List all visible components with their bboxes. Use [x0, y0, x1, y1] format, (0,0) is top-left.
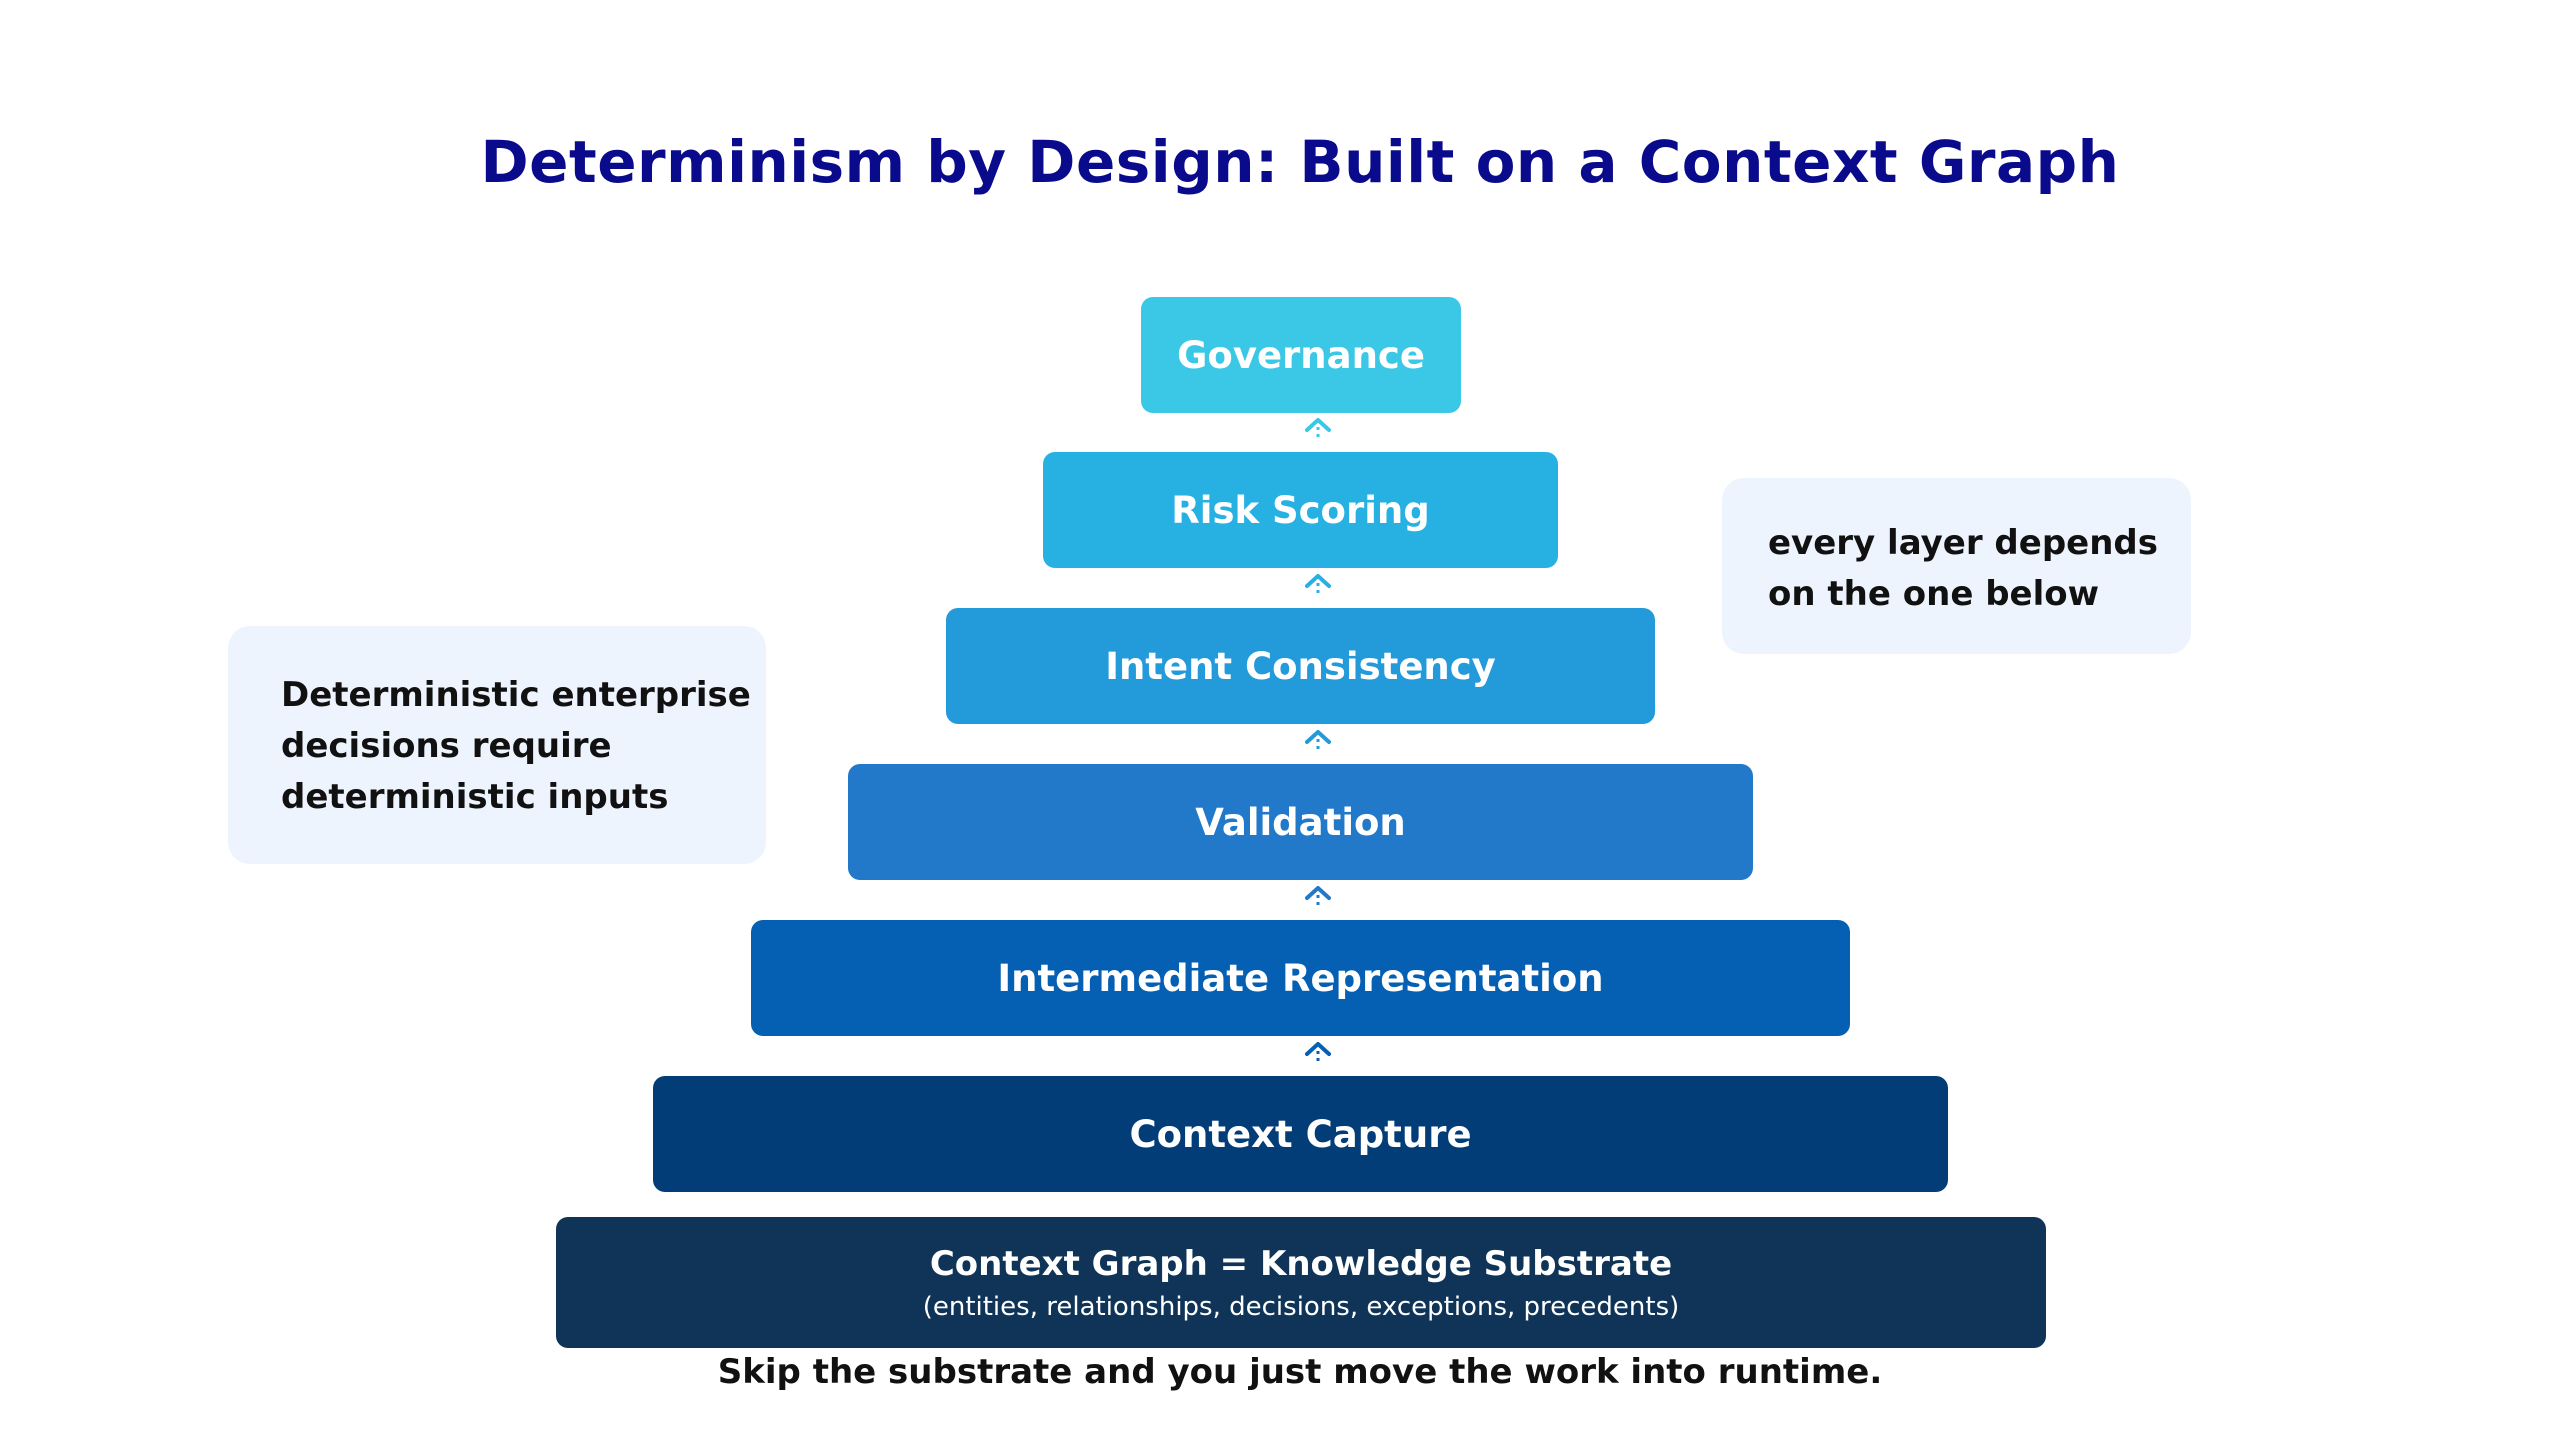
base-sublabel: (entities, relationships, decisions, exc… [922, 1291, 1680, 1322]
layer-intent-consistency: Intent Consistency [946, 608, 1655, 724]
layer-risk-scoring: Risk Scoring [1043, 452, 1558, 568]
note-left: Deterministic enterprise decisions requi… [228, 626, 766, 864]
layer-label: Governance [1177, 333, 1425, 377]
layer-governance: Governance [1141, 297, 1461, 413]
layer-label: Context Capture [1129, 1112, 1472, 1156]
chevron-up-icon [1305, 730, 1331, 752]
layer-label: Validation [1195, 800, 1406, 844]
layer-label: Intermediate Representation [997, 956, 1604, 1000]
layer-validation: Validation [848, 764, 1753, 880]
note-line: every layer depends [1768, 523, 2159, 563]
note-right: every layer depends on the one below [1722, 478, 2191, 654]
note-line: decisions require [281, 726, 612, 766]
note-line: deterministic inputs [281, 777, 669, 817]
layer-intermediate-representation: Intermediate Representation [751, 920, 1850, 1036]
chevron-up-icon [1305, 1042, 1331, 1064]
footer-caption: Skip the substrate and you just move the… [717, 1352, 1883, 1392]
note-line: Deterministic enterprise [281, 675, 751, 715]
chevron-up-icon [1305, 574, 1331, 596]
base-label: Context Graph = Knowledge Substrate [929, 1243, 1673, 1284]
note-line: on the one below [1768, 574, 2100, 614]
layer-label: Intent Consistency [1105, 644, 1496, 688]
page-title: Determinism by Design: Built on a Contex… [480, 128, 2120, 196]
chevron-up-icon [1305, 886, 1331, 908]
chevron-up-icon [1305, 418, 1331, 440]
layer-context-capture: Context Capture [653, 1076, 1948, 1192]
layer-label: Risk Scoring [1171, 488, 1430, 532]
layer-context-graph-base: Context Graph = Knowledge Substrate (ent… [556, 1217, 2046, 1348]
